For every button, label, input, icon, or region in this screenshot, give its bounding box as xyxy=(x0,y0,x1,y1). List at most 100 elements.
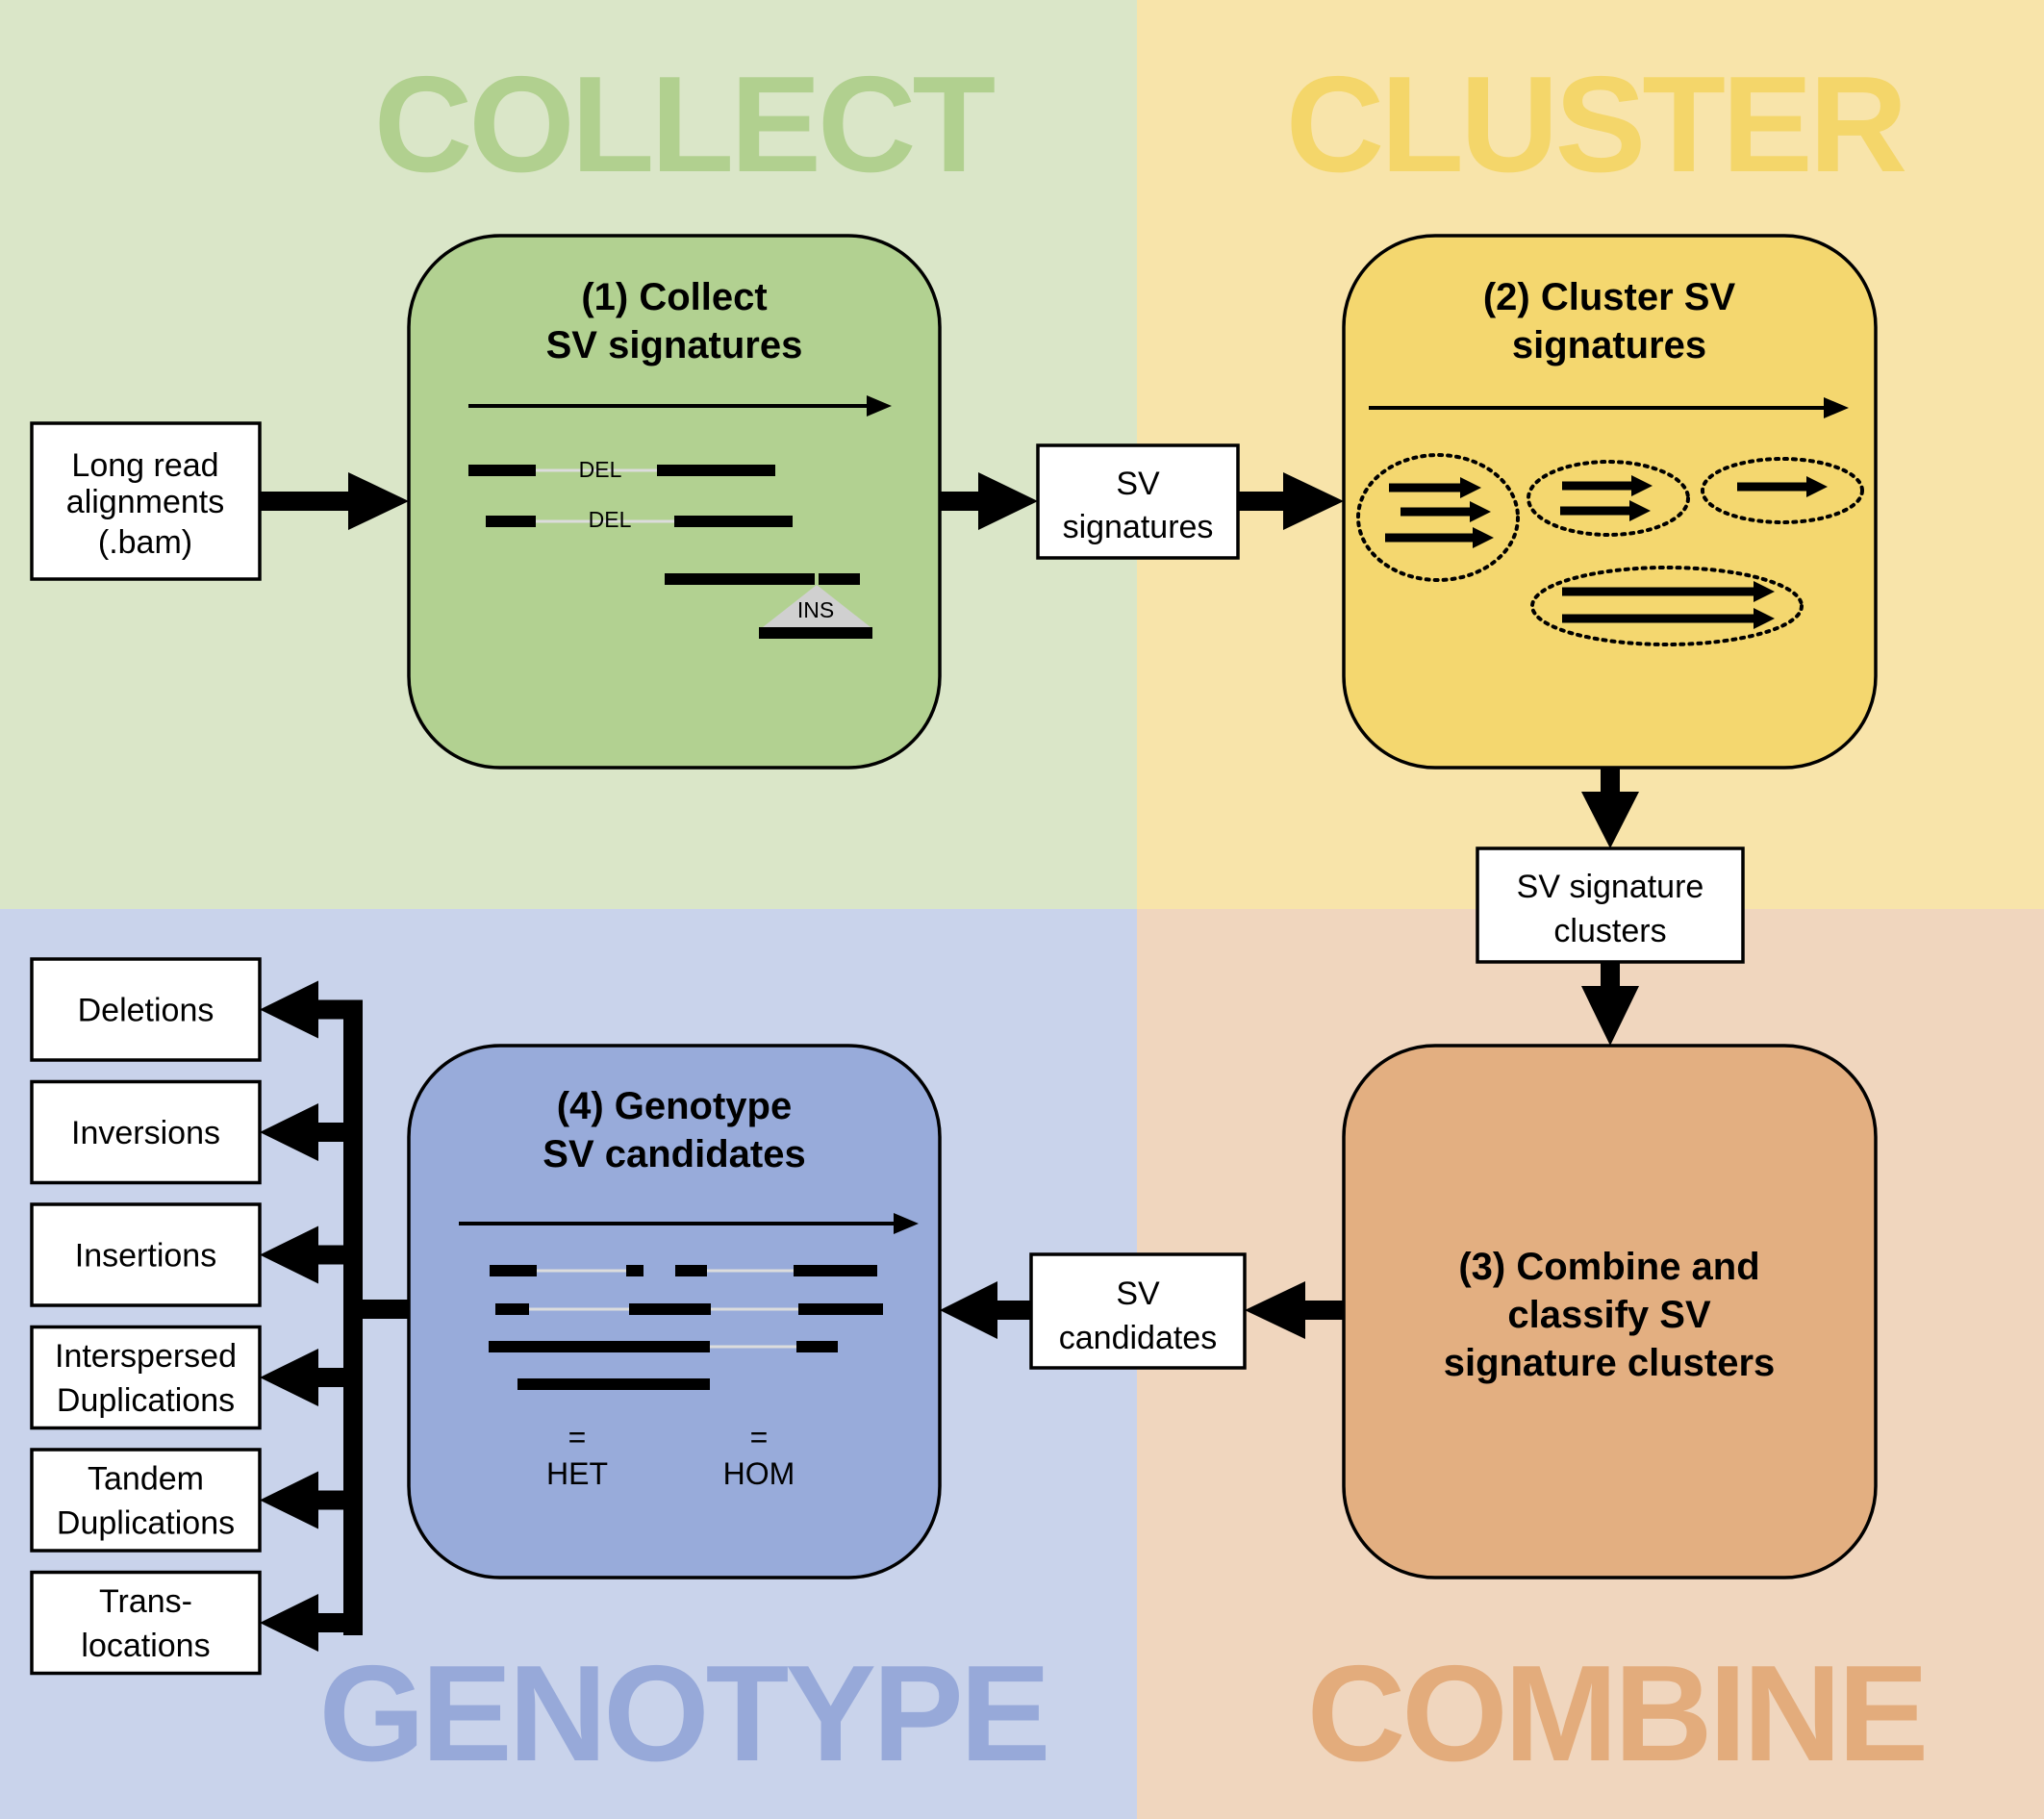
het-label: HET xyxy=(546,1456,608,1491)
flow-arrow-shaft xyxy=(995,1301,1031,1320)
flow-arrowhead xyxy=(348,472,409,530)
output-sv-type-box: Inversions xyxy=(30,1079,363,1185)
read-segment xyxy=(517,1378,710,1390)
output-label: Trans- xyxy=(99,1583,192,1620)
del-label: DEL xyxy=(589,507,632,532)
signature-cluster-outline xyxy=(1356,453,1520,582)
genotype-step-title-line2: SV candidates xyxy=(543,1133,805,1175)
signature-cluster-outline xyxy=(1530,566,1804,646)
insertion-triangle xyxy=(763,585,871,627)
sv-type-outputs: DeletionsInversionsInsertionsIntersperse… xyxy=(30,957,363,1676)
read-segment xyxy=(675,1265,707,1276)
combine-step-title-line3: signature clusters xyxy=(1444,1342,1776,1384)
output-arrow-shaft xyxy=(315,1245,363,1265)
input-line2: alignments xyxy=(66,484,224,520)
hom-equals: = xyxy=(750,1420,769,1454)
output-arrow-shaft xyxy=(315,1123,363,1142)
output-label: Duplications xyxy=(57,1505,235,1542)
read-segment xyxy=(468,465,536,476)
read-segment xyxy=(490,1265,537,1276)
arrowhead-icon xyxy=(1473,527,1494,548)
flow-arrow-shaft xyxy=(260,492,351,511)
arrowhead-icon xyxy=(1754,608,1775,629)
del-label: DEL xyxy=(579,457,622,482)
output-label: Tandem xyxy=(88,1461,204,1498)
cluster-step-title-line1: (2) Cluster SV xyxy=(1483,276,1736,318)
output-label: Insertions xyxy=(75,1238,216,1275)
read-segment xyxy=(495,1303,529,1315)
arrowhead-icon xyxy=(1460,477,1481,498)
flow-arrowhead xyxy=(1581,986,1639,1046)
flow-arrow-shaft xyxy=(1601,962,1620,989)
genotype-illustration: = HET = HOM xyxy=(459,1213,919,1491)
arrowhead-icon xyxy=(1754,581,1775,602)
read-segment xyxy=(657,465,775,476)
read-segment xyxy=(759,627,872,639)
sv-candidates-line2: candidates xyxy=(1059,1320,1217,1356)
flow-arrowhead xyxy=(940,1281,997,1339)
sv-signature-clusters-box: SV signature clusters xyxy=(1476,846,1745,964)
collect-step-title-line1: (1) Collect xyxy=(581,276,767,318)
sv-signatures-line1: SV xyxy=(1116,466,1160,502)
flow-arrow-shaft xyxy=(1601,768,1620,795)
read-segment xyxy=(629,1303,711,1315)
cluster-quadrant-title: CLUSTER xyxy=(1286,48,1905,201)
signature-cluster-outline xyxy=(1527,460,1690,537)
output-sv-type-box: Insertions xyxy=(30,1202,363,1307)
collect-illustration: DEL DEL INS xyxy=(468,395,892,639)
output-arrow-shaft xyxy=(315,1490,363,1510)
arrowhead-icon xyxy=(867,395,892,417)
flow-arrows xyxy=(260,472,1639,1635)
read-segment xyxy=(796,1341,838,1352)
output-label: Interspersed xyxy=(55,1338,237,1375)
read-segment xyxy=(489,1341,710,1352)
combine-step-title-line1: (3) Combine and xyxy=(1458,1246,1759,1288)
sv-clusters-line1: SV signature xyxy=(1517,869,1704,905)
arrowhead-icon xyxy=(1629,500,1651,521)
output-arrowhead xyxy=(260,1594,318,1652)
sv-signatures-line2: signatures xyxy=(1063,509,1214,545)
flow-arrowhead xyxy=(1283,472,1344,530)
sv-candidates-box: SV candidates xyxy=(1029,1252,1247,1370)
arrowhead-icon xyxy=(1824,397,1849,418)
flow-arrow-shaft xyxy=(940,492,981,511)
input-line1: Long read xyxy=(71,447,218,484)
output-label: locations xyxy=(81,1628,210,1664)
output-arrowhead xyxy=(260,1349,318,1406)
cluster-illustration xyxy=(1356,397,1864,646)
output-label: Deletions xyxy=(78,993,214,1029)
ins-label: INS xyxy=(797,597,834,622)
collect-quadrant-title: COLLECT xyxy=(374,48,996,201)
genotype-step-title-line1: (4) Genotype xyxy=(557,1085,792,1127)
cluster-step-title-line2: signatures xyxy=(1512,324,1706,366)
signature-cluster-outline xyxy=(1701,457,1864,524)
read-segment xyxy=(794,1265,877,1276)
read-segment xyxy=(486,516,536,527)
sv-signatures-box: SV signatures xyxy=(1036,443,1240,560)
arrowhead-icon xyxy=(1631,475,1653,496)
read-segment xyxy=(798,1303,883,1315)
output-sv-type-box: Deletions xyxy=(30,957,363,1062)
output-arrowhead xyxy=(260,1471,318,1529)
read-segment xyxy=(665,573,815,585)
output-sv-type-box: Trans-locations xyxy=(30,1570,363,1676)
flow-arrowhead xyxy=(978,472,1038,530)
output-arrow-shaft xyxy=(315,1368,363,1387)
genotype-quadrant-title: GENOTYPE xyxy=(318,1637,1047,1790)
read-segment xyxy=(674,516,793,527)
sv-clusters-line2: clusters xyxy=(1553,913,1666,949)
fanout-spine xyxy=(343,1000,363,1635)
het-equals: = xyxy=(568,1420,587,1454)
flow-arrow-shaft xyxy=(1302,1301,1344,1320)
collect-step-title-line2: SV signatures xyxy=(546,324,803,366)
output-arrow-shaft xyxy=(315,1613,363,1632)
output-label: Duplications xyxy=(57,1382,235,1419)
arrowhead-icon xyxy=(1470,501,1491,522)
output-label: Inversions xyxy=(71,1115,220,1151)
output-arrowhead xyxy=(260,980,318,1039)
read-segment xyxy=(819,573,860,585)
read-segment xyxy=(626,1265,643,1276)
